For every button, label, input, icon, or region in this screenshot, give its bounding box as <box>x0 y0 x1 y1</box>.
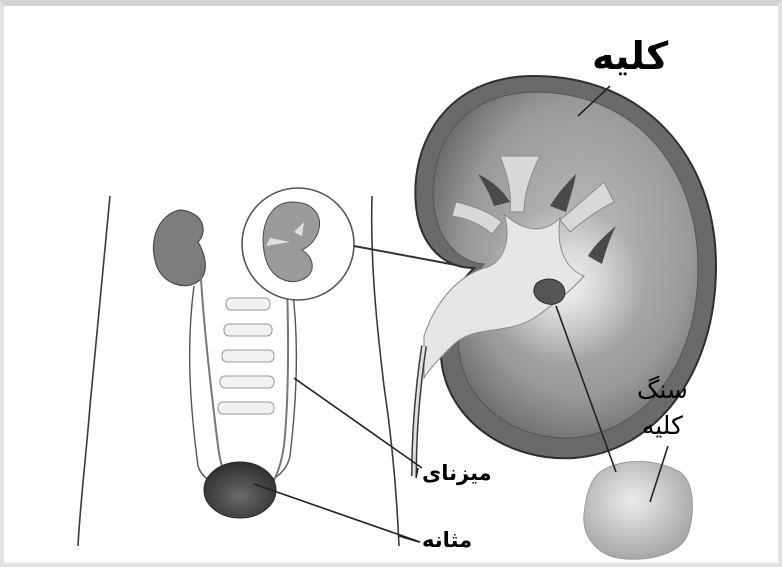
spine <box>218 298 274 414</box>
ureter-label: میزنای <box>422 461 492 485</box>
kidney-stone-label-line1: سنگ <box>637 372 688 408</box>
small-kidney-left <box>153 210 205 286</box>
bladder-label: مثانه <box>422 528 472 552</box>
body-right-contour <box>372 196 399 546</box>
anatomy-illustration <box>4 6 782 567</box>
kidney-stone-label-line2: کلیه <box>637 408 688 444</box>
body-pointer <box>399 536 419 542</box>
extracted-stone <box>584 461 693 559</box>
kidney-label: کلیه <box>592 34 668 78</box>
body-left-contour <box>78 196 110 546</box>
bladder <box>204 462 276 518</box>
ureter-pointer <box>294 378 422 468</box>
kidney-stone-label: سنگ کلیه <box>637 372 688 444</box>
